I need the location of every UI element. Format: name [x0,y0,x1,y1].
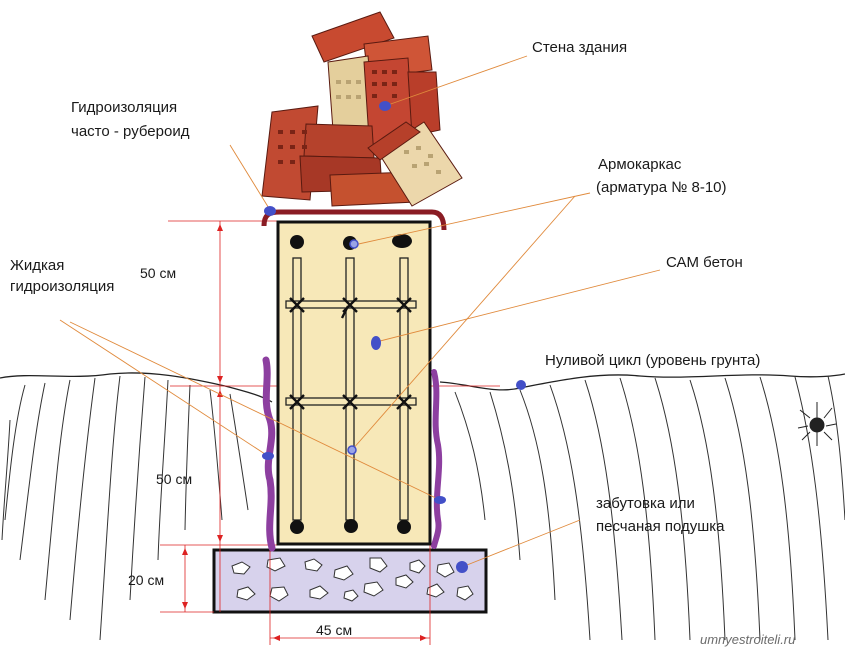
brick-holes [278,70,397,164]
dimension-width: 45 см [316,622,353,638]
label-rebar-cage-line1: Армокаркас [598,156,682,173]
ground-line-right [439,373,845,391]
label-liquid-waterproofing-line2: гидроизоляция [10,278,115,295]
bricks-pile [261,11,463,207]
label-concrete: САМ бетон [666,254,743,271]
bug-doodle-icon [797,402,837,446]
label-backfill-line1: забутовка или [596,495,695,512]
soil-hatching-right [454,375,845,641]
watermark: umnyestroiteli.ru [700,632,796,647]
liquid-waterproofing-right [431,369,443,549]
label-wall: Стена здания [532,39,628,56]
leader-lines [59,55,661,568]
label-backfill-line2: песчаная подушка [596,518,725,535]
rebar-ties [289,297,412,410]
soil-hatching-left [1,375,249,641]
label-rebar-cage-line2: (арматура № 8-10) [596,179,727,196]
label-waterproofing-roof-line2: часто - рубероид [71,123,190,140]
label-waterproofing-roof-line1: Гидроизоляция [71,99,178,116]
roofing-felt-strip [261,209,447,231]
light-brick-holes [336,80,441,174]
dimension-cushion-height: 20 см [128,572,165,588]
callout-markers [262,101,526,573]
label-zero-cycle: Нуливой цикл (уровень грунта) [545,352,761,369]
dimension-lower-height: 50 см [156,471,193,487]
label-liquid-waterproofing-line1: Жидкая [10,257,65,274]
dimension-upper-height: 50 см [140,265,177,281]
sand-cushion [212,548,488,614]
rebar-ends [290,234,412,534]
ground-line-left [0,372,273,403]
